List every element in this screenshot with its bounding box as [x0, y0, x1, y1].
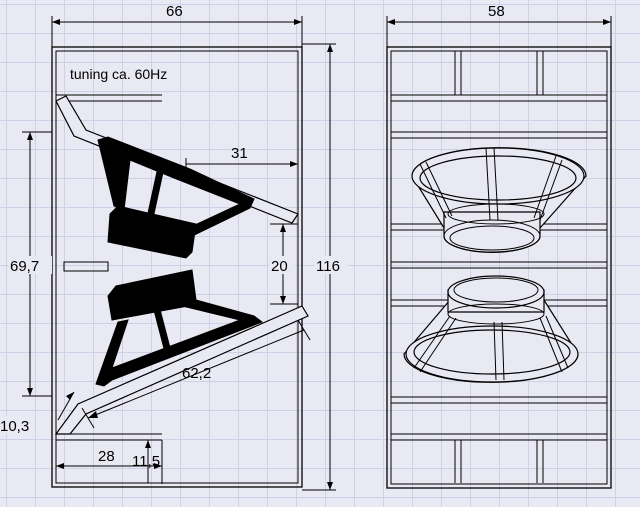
upper-baffle [55, 95, 299, 224]
dimension-port-height-label: 20 [271, 258, 288, 275]
dimension-lower-diagonal: 62,2 [81, 319, 311, 429]
dimension-corner-offset: 10,3 [0, 391, 75, 435]
side-view: 66 116 31 20 [0, 3, 348, 491]
dimension-width: 66 [51, 3, 303, 47]
dimension-inner-height: 69,7 [8, 131, 52, 397]
dimension-lower-diagonal-label: 62,2 [182, 365, 211, 382]
front-dimension-width-label: 58 [488, 3, 505, 20]
dimension-bottom-depth: 28 [56, 440, 163, 484]
front-dimension-width: 58 [386, 3, 612, 47]
lower-driver [95, 269, 264, 387]
dimension-corner-offset-label: 10,3 [0, 418, 29, 435]
upper-driver [97, 136, 255, 259]
dimension-port-height: 20 [269, 223, 298, 305]
dimension-bottom-step: 11,5 [132, 440, 160, 483]
dimension-inner-height-label: 69,7 [10, 258, 39, 275]
dimension-width-label: 66 [166, 3, 183, 20]
front-view: 58 [386, 3, 612, 489]
tuning-note: tuning ca. 60Hz [70, 66, 167, 82]
dimension-baffle-diagonal-label: 31 [231, 145, 248, 162]
lower-baffle [54, 305, 309, 435]
dimension-bottom-depth-label: 28 [98, 448, 115, 465]
dimension-bottom-step-label: 11,5 [132, 453, 160, 470]
side-view-shelves [56, 94, 162, 441]
port-marker [63, 261, 109, 272]
front-view-braces [391, 51, 607, 483]
dimension-height-label: 116 [316, 258, 340, 275]
dimension-height: 116 [302, 43, 348, 491]
dimension-baffle-diagonal: 31 [185, 145, 299, 170]
front-upper-driver [411, 147, 587, 253]
front-lower-driver [403, 275, 579, 383]
